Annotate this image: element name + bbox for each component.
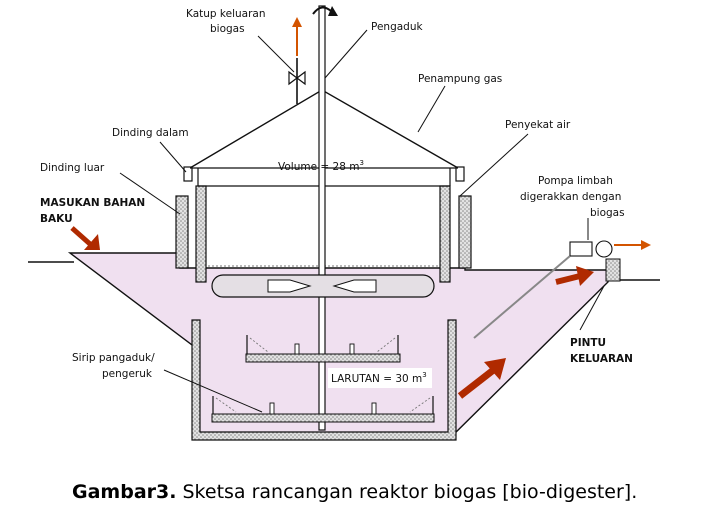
biogas-reactor-diagram: Katup keluaran biogas Pengaduk Penampung… (28, 5, 660, 441)
label-volume-sup: 3 (359, 159, 363, 167)
stirrer-blade-right (332, 279, 377, 293)
label-volume: Volume = 28 m3 (278, 159, 364, 173)
pump-body (569, 241, 593, 257)
caption-prefix: Gambar3. (72, 481, 177, 503)
stirrer-rotation-arrowhead (328, 6, 338, 16)
leader-inner-wall (159, 141, 187, 173)
label-inner-wall: Dinding dalam (112, 127, 189, 139)
label-outlet-valve-2: biogas (210, 23, 245, 35)
leader-gas-holder (417, 85, 446, 133)
gas-outlet-arrowhead (292, 17, 302, 27)
label-pump-2: digerakkan dengan (520, 191, 621, 203)
fin-lower (211, 413, 435, 423)
water-seal-line (473, 255, 571, 339)
upflow-arrow-icon (457, 358, 506, 399)
inner-wall-left (195, 185, 207, 283)
label-gas-holder: Penampung gas (418, 73, 502, 85)
digester-tank-wall (191, 319, 457, 441)
gas-holder-eave-left (183, 166, 193, 182)
leader-outlet-door (579, 285, 605, 331)
label-outer-wall: Dinding luar (40, 162, 105, 174)
label-solution-bg (328, 368, 432, 388)
fin-lower-brace-left (215, 397, 237, 413)
pump-outlet-arrowhead (641, 240, 651, 250)
outlet-arrow-icon (555, 266, 594, 286)
label-stirrer: Pengaduk (371, 21, 423, 33)
valve-icon (288, 70, 306, 86)
outlet-door (605, 258, 621, 282)
inlet-arrow-icon (70, 226, 100, 250)
outer-wall-right (458, 195, 472, 269)
stirrer-shaft (318, 5, 326, 431)
stirrer-blade-left (267, 279, 312, 293)
label-fins-2: pengeruk (102, 368, 153, 380)
label-pump-3: biogas (590, 207, 625, 219)
label-outlet-door-1: PINTU (570, 337, 606, 349)
label-fins-1: Sirip pangaduk/ (72, 352, 155, 364)
caption-text: Sketsa rancangan reaktor biogas [bio-dig… (176, 481, 638, 503)
leader-outer-wall (119, 172, 181, 215)
label-solution-sup: 3 (422, 371, 426, 379)
figure-caption: Gambar3. Sketsa rancangan reaktor biogas… (72, 481, 722, 503)
leader-fins (163, 369, 263, 413)
outer-wall-left (175, 195, 189, 269)
leader-water-seal (459, 133, 529, 197)
fin-lower-tooth-2 (371, 402, 377, 415)
label-water-seal: Penyekat air (505, 119, 571, 131)
fin-lower-brace-right (409, 397, 431, 413)
label-outlet-door-2: KELUARAN (570, 353, 633, 365)
label-feed-inlet-2: BAKU (40, 213, 73, 225)
label-solution: LARUTAN = 30 m3 (331, 371, 427, 385)
fin-upper (245, 353, 401, 363)
leader-stirrer (324, 29, 368, 79)
stirrer-blade (211, 274, 435, 298)
label-volume-text: Volume = 28 m (278, 161, 359, 173)
inner-wall-right (439, 185, 451, 283)
label-outlet-valve-1: Katup keluaran (186, 8, 266, 20)
label-solution-text: LARUTAN = 30 m (331, 373, 422, 385)
fin-upper-tooth-1 (294, 343, 300, 355)
gas-holder-eave-right (455, 166, 465, 182)
pump-motor (595, 240, 613, 258)
label-feed-inlet-1: MASUKAN BAHAN (40, 197, 145, 209)
fin-lower-tooth-1 (269, 402, 275, 415)
fin-upper-tooth-2 (349, 343, 355, 355)
leader-valve (257, 35, 295, 73)
label-pump-1: Pompa limbah (538, 175, 613, 187)
